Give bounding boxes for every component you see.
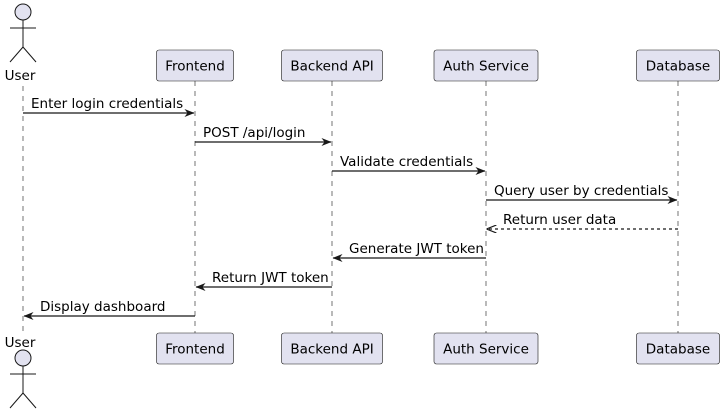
participant-box [156, 49, 234, 82]
participant-label: Frontend [165, 342, 225, 358]
participant-frontend-bottom: Frontend [156, 332, 234, 365]
actor-left-leg [9, 46, 24, 63]
message-8: Display dashboard [23, 299, 195, 320]
participant-label: Database [646, 59, 710, 75]
message-label: Validate credentials [340, 154, 473, 170]
message-6: Generate JWT token [332, 241, 486, 262]
message-3: Validate credentials [332, 154, 486, 175]
actor-left-leg [9, 392, 24, 409]
actor-right-leg [22, 392, 37, 409]
participant-backend-bottom: Backend API [281, 332, 383, 365]
message-label: Generate JWT token [349, 241, 484, 257]
message-label: Display dashboard [40, 299, 165, 315]
participant-auth-bottom: Auth Service [433, 332, 539, 365]
actor-head [14, 3, 32, 21]
actor-label: User [5, 68, 36, 84]
message-4: Query user by credentials [486, 183, 678, 204]
participant-box [433, 49, 539, 82]
participant-db-top: Database [636, 49, 720, 82]
participant-label: Backend API [290, 59, 373, 75]
participant-label: Frontend [165, 59, 225, 75]
actor-right-leg [22, 46, 37, 63]
message-1: Enter login credentials [23, 96, 195, 117]
participant-label: Database [646, 342, 710, 358]
participant-box [281, 332, 383, 365]
participant-box [156, 332, 234, 365]
participant-db-bottom: Database [636, 332, 720, 365]
participant-auth-top: Auth Service [433, 49, 539, 82]
message-7: Return JWT token [195, 270, 332, 291]
participant-box [636, 49, 720, 82]
participant-box [636, 332, 720, 365]
actor-label: User [5, 335, 36, 351]
message-label: Return JWT token [212, 270, 329, 286]
participant-label: Auth Service [443, 59, 529, 75]
actor-head [14, 349, 32, 367]
participant-label: Auth Service [443, 342, 529, 358]
message-label: Enter login credentials [31, 96, 183, 112]
message-5: Return user data [487, 212, 678, 229]
participant-backend-top: Backend API [281, 49, 383, 82]
message-label: Query user by credentials [494, 183, 668, 199]
message-2: POST /api/login [195, 125, 332, 146]
participant-label: Backend API [290, 342, 373, 358]
participant-box [281, 49, 383, 82]
message-label: Return user data [503, 212, 616, 228]
participant-frontend-top: Frontend [156, 49, 234, 82]
actor-user-bottom: User [5, 335, 37, 409]
actor-user-top: User [5, 3, 37, 84]
participant-box [433, 332, 539, 365]
message-label: POST /api/login [203, 125, 305, 141]
